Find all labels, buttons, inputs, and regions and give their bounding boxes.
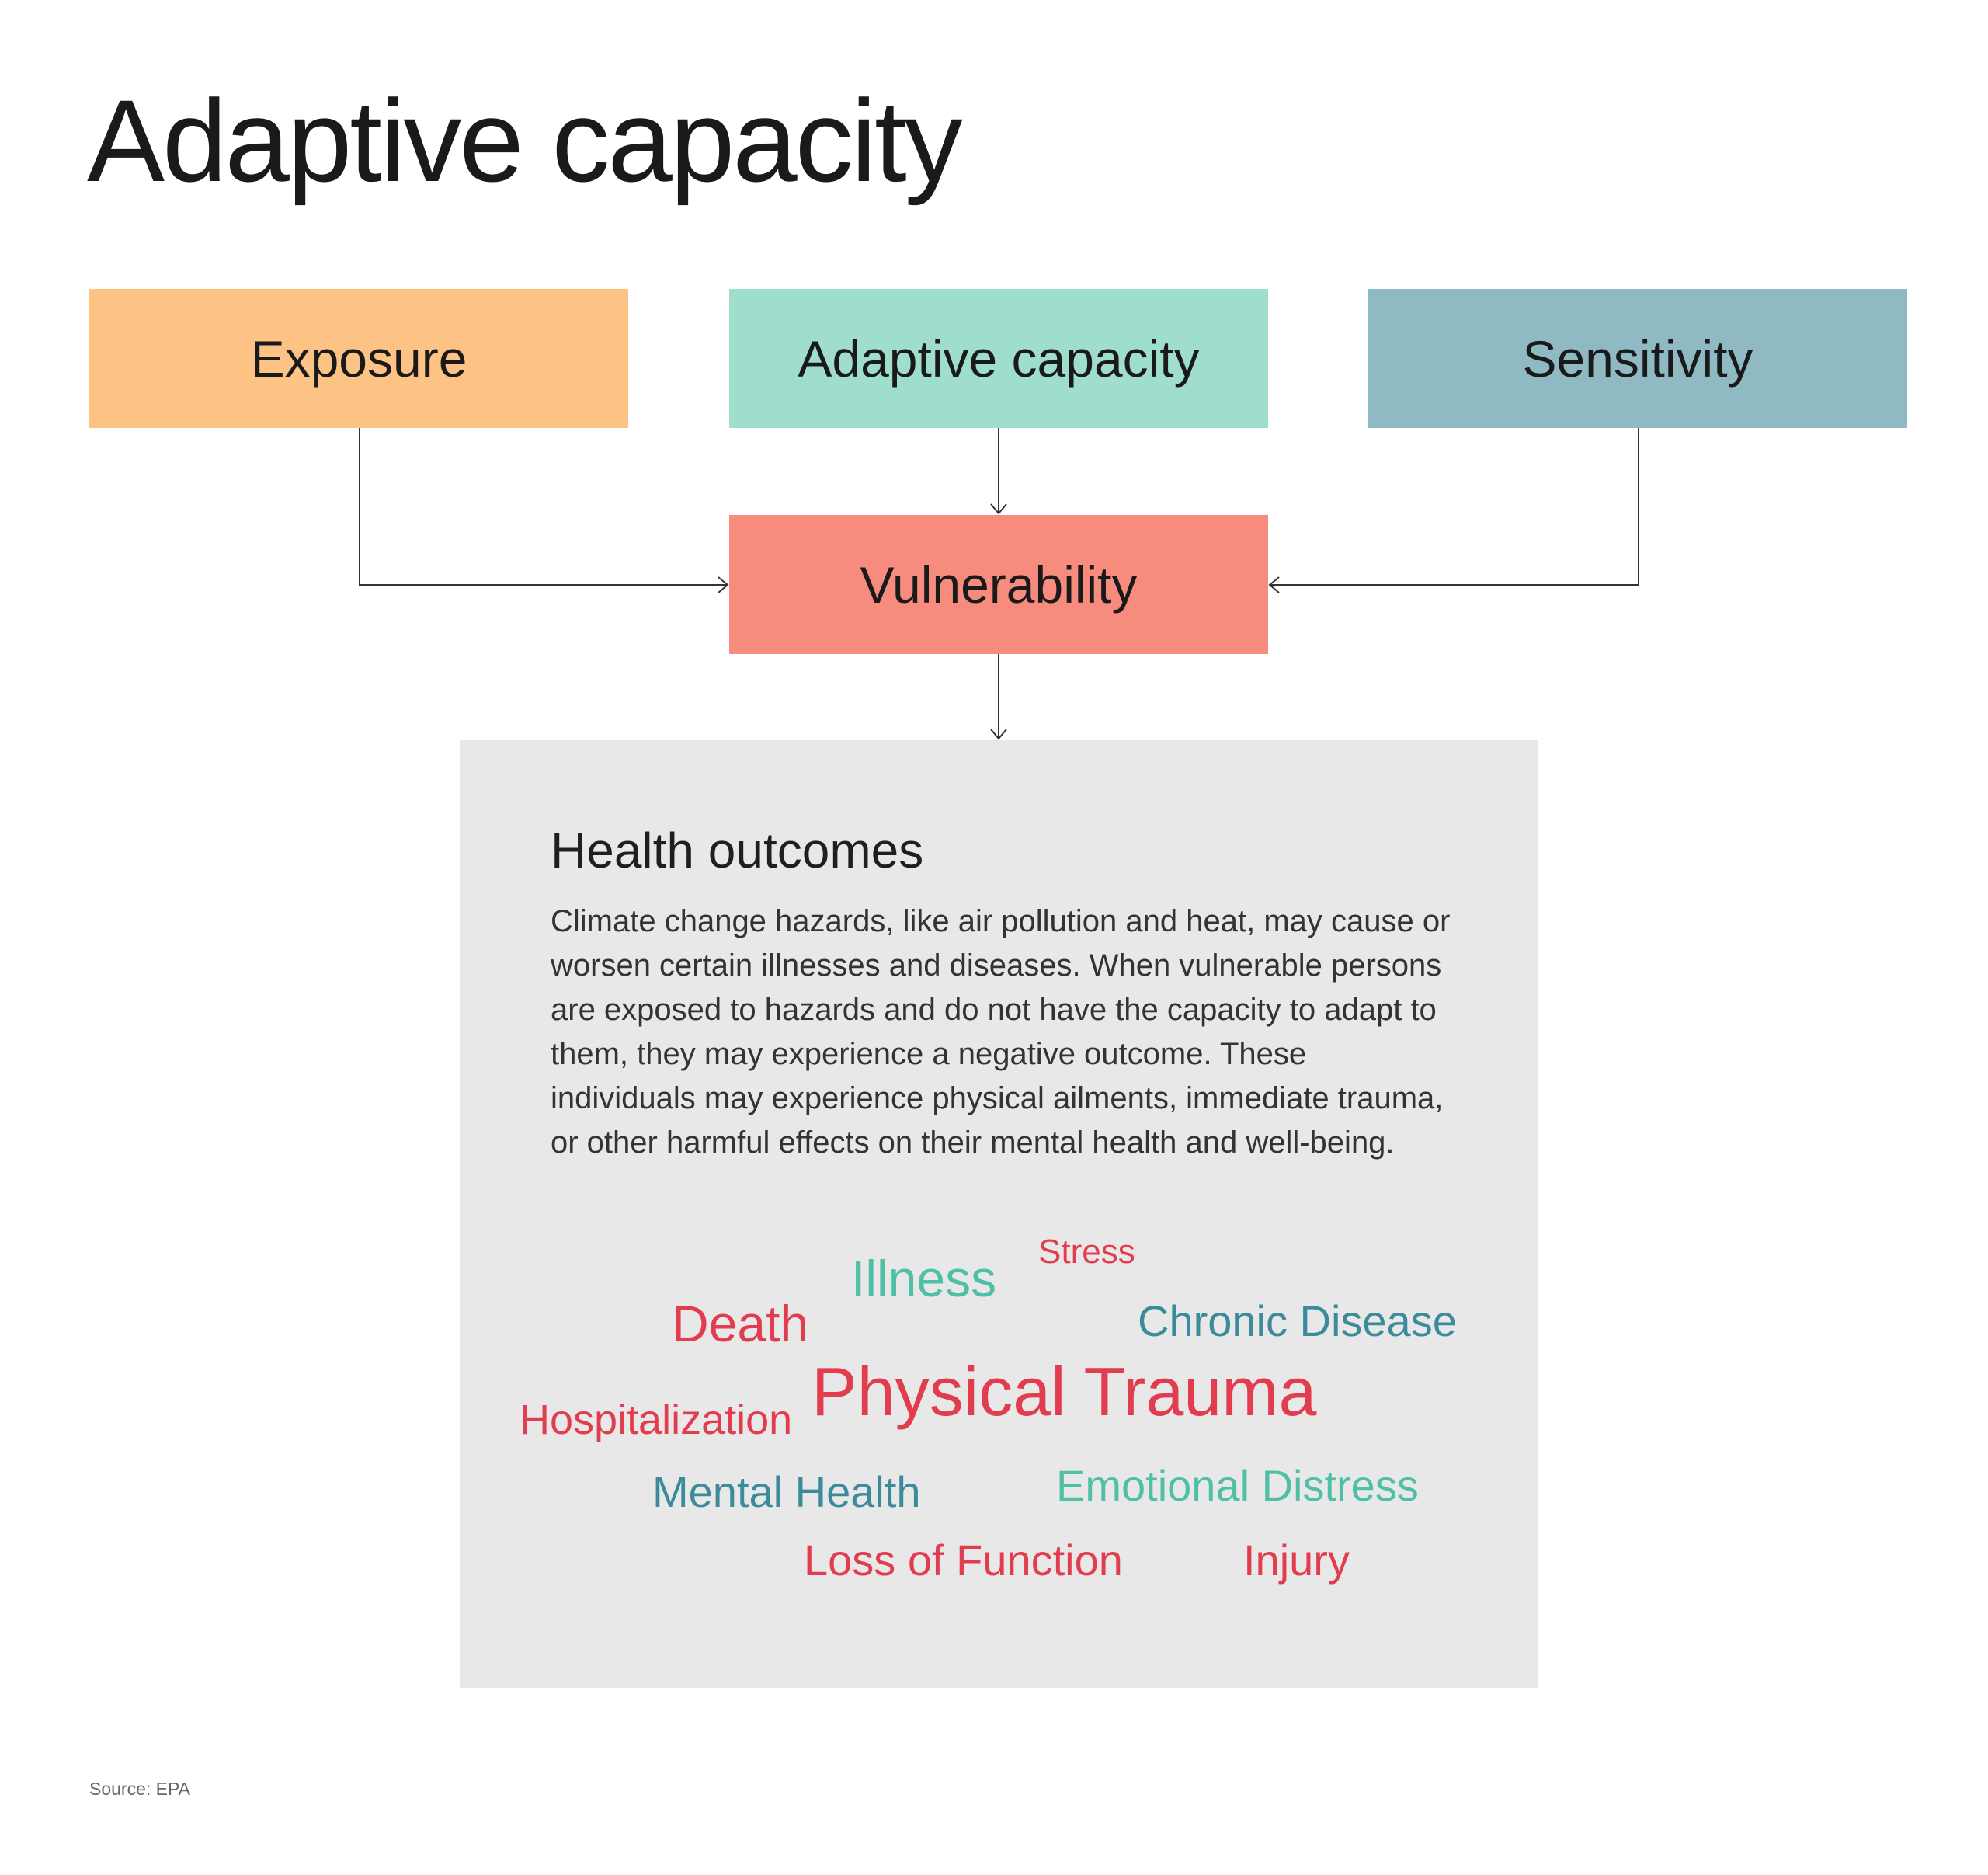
- word-physical-trauma: Physical Trauma: [812, 1353, 1317, 1430]
- word-emotional-distress: Emotional Distress: [1056, 1461, 1419, 1510]
- exposure-box: Exposure: [89, 289, 628, 428]
- vulnerability-box: Vulnerability: [729, 515, 1268, 654]
- health-outcomes-heading: Health outcomes: [551, 823, 924, 878]
- health-outcomes-panel: Health outcomes Climate change hazards, …: [460, 740, 1538, 1688]
- word-death: Death: [672, 1295, 809, 1352]
- exposure-to-vulnerability-arrow: [359, 428, 728, 586]
- adaptive-capacity-box: Adaptive capacity: [729, 289, 1268, 428]
- arrowhead: [990, 729, 1007, 740]
- word-stress: Stress: [1038, 1233, 1135, 1271]
- source-note: Source: EPA: [89, 1779, 190, 1799]
- word-chronic-disease: Chronic Disease: [1138, 1296, 1457, 1345]
- sensitivity-to-vulnerability-arrow: [1270, 428, 1639, 586]
- page-title: Adaptive capacity: [87, 75, 963, 206]
- arrowhead: [718, 576, 729, 593]
- word-injury: Injury: [1243, 1536, 1350, 1585]
- word-illness: Illness: [851, 1250, 997, 1307]
- connector-arrows: [359, 428, 1639, 740]
- health-outcomes-description: Climate change hazards, like air polluti…: [551, 904, 1451, 1160]
- sensitivity-box: Sensitivity: [1368, 289, 1907, 428]
- word-mental-health: Mental Health: [652, 1467, 921, 1516]
- arrowhead: [1268, 576, 1280, 593]
- word-hospitalization: Hospitalization: [520, 1397, 793, 1443]
- word-loss-of-function: Loss of Function: [804, 1536, 1123, 1585]
- arrowhead: [990, 503, 1007, 515]
